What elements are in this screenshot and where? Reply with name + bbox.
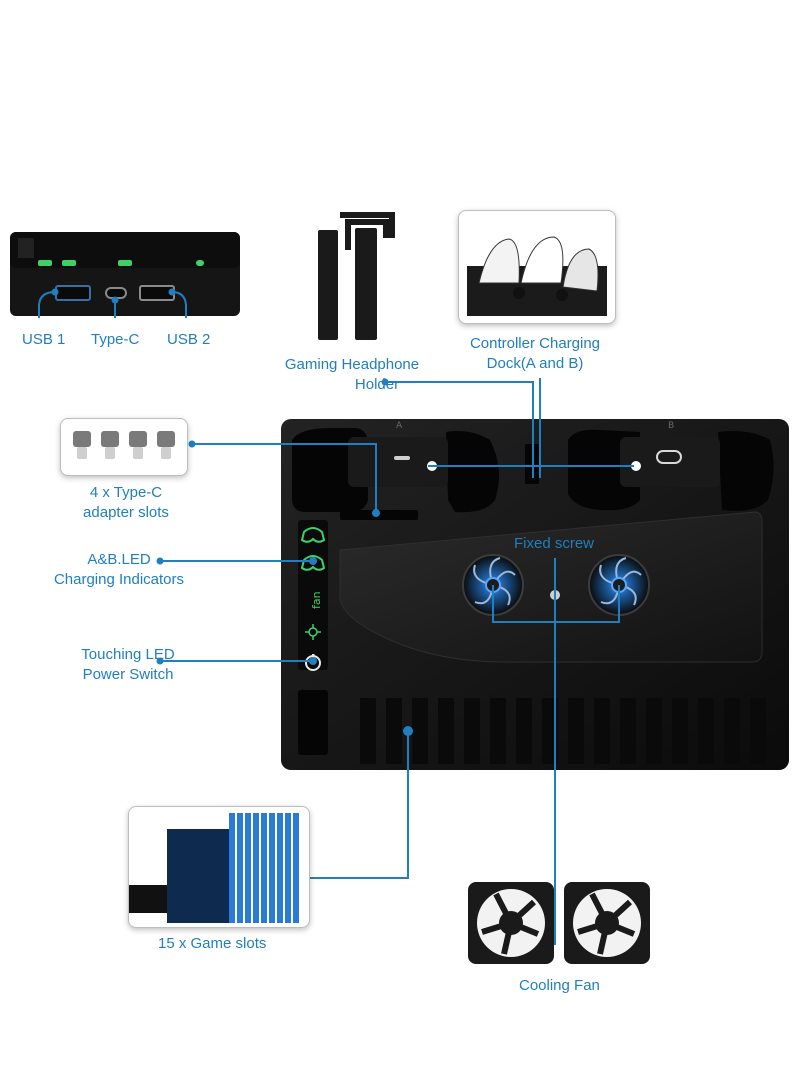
fan-icon [305,624,321,640]
front-usb-view [10,232,240,316]
power-switch-label: Touching LED Power Switch [81,646,175,683]
dock-b [568,429,774,511]
callout-dots [51,288,413,736]
dock-a-marking: A [396,421,403,431]
game-slots-ribs [298,690,766,764]
controller-dock-label: Controller Charging Dock(A and B) [469,335,601,372]
controller-icon [300,527,326,571]
adapter-slots-label: 4 x Type-C adapter slots [83,484,169,521]
type-c-label: Type-C [91,331,140,348]
main-stand: fan [281,419,789,770]
type-c-adapter-photo [60,418,188,476]
type-c-adapter-icon [73,431,175,459]
cooling-fans-image [468,882,650,964]
headphone-holder-image [318,212,395,340]
svg-text:fan: fan [310,591,323,609]
headphone-holder-label: Gaming Headphone Holder [284,356,420,393]
dock-a [292,428,499,513]
callout-lines [38,291,634,945]
game-slots-photo [128,806,310,928]
game-slots-label: 15 x Game slots [158,935,267,952]
usb2-label: USB 2 [167,331,211,348]
controller-dock-photo [458,210,616,324]
usb1-label: USB 1 [22,331,66,348]
fixed-screw-label: Fixed screw [514,535,595,552]
cooling-fan-label: Cooling Fan [519,977,600,994]
led-column: fan [298,520,328,671]
usb-port-icon [55,285,91,301]
led-indicators-label: A&B.LED Charging Indicators [53,551,185,588]
dock-b-marking: B [668,421,675,431]
